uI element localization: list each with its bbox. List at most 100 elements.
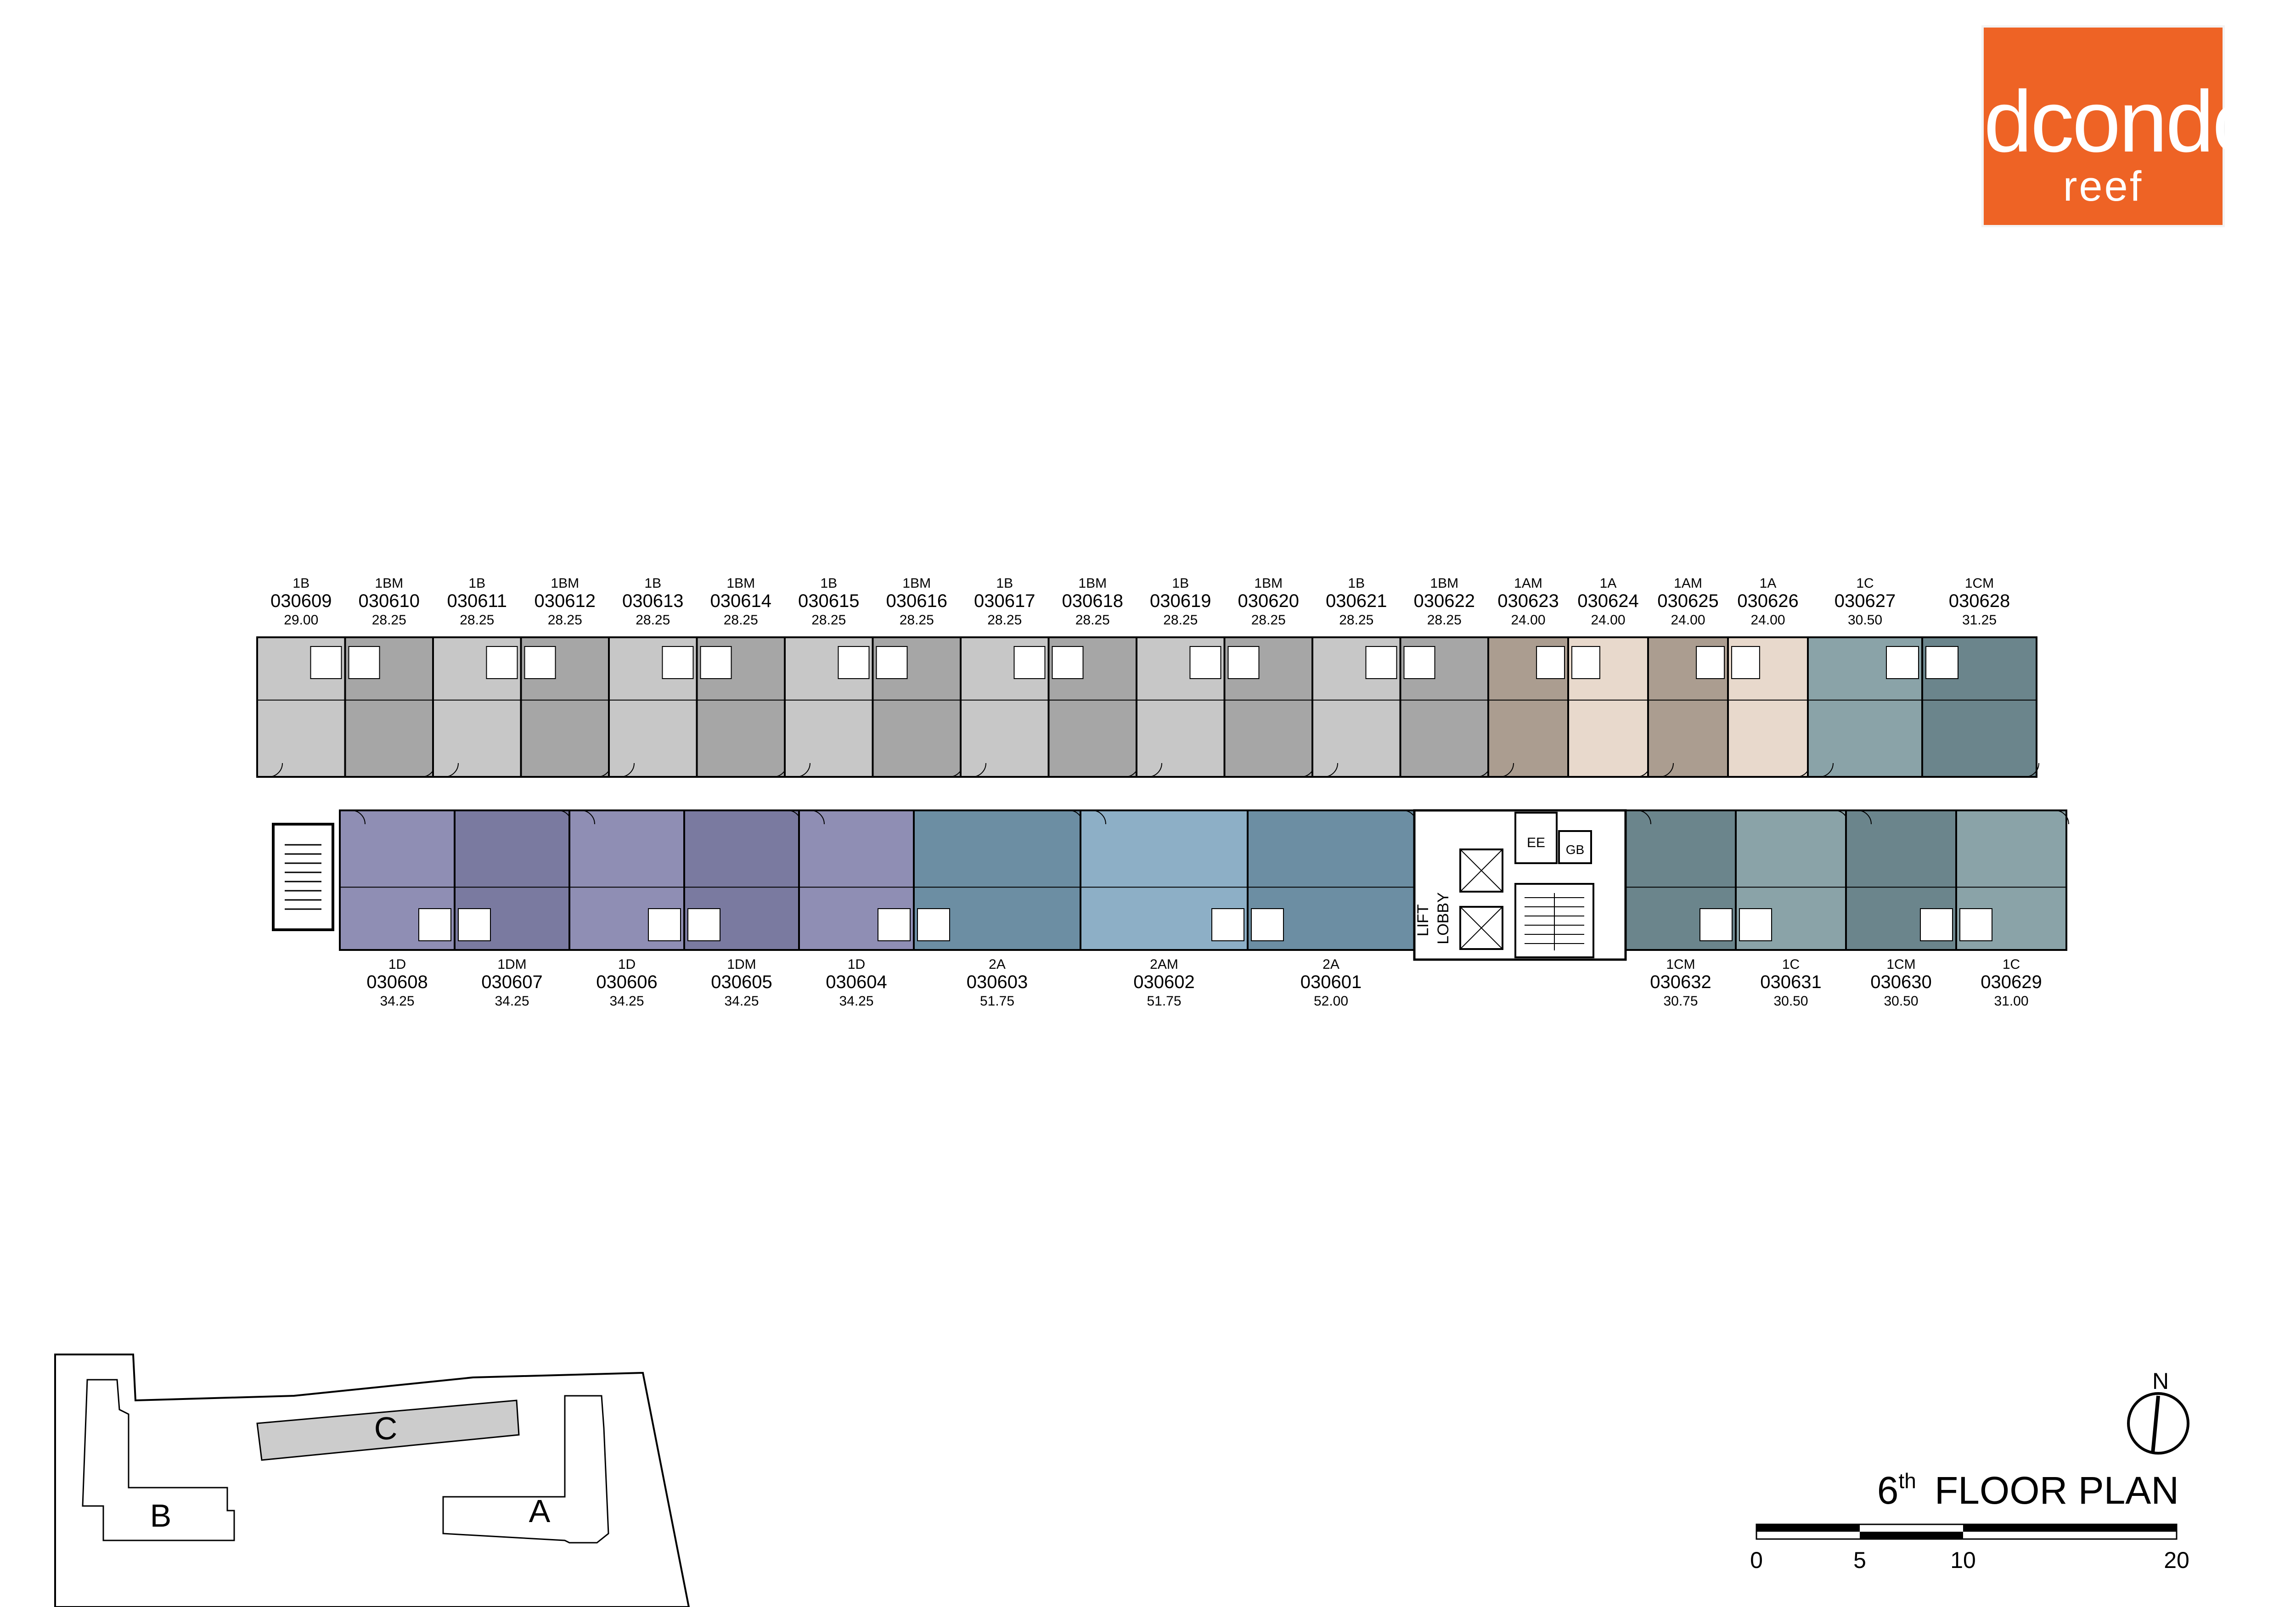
unit-area: 51.75 bbox=[1147, 994, 1181, 1009]
unit-030623 bbox=[1487, 636, 1569, 778]
unit-number: 030625 bbox=[1657, 591, 1718, 611]
bathroom bbox=[310, 646, 342, 679]
bathroom bbox=[1251, 908, 1284, 941]
unit-type: 1C bbox=[2003, 957, 2020, 972]
unit-area: 24.00 bbox=[1750, 612, 1785, 628]
unit-number: 030632 bbox=[1650, 972, 1711, 992]
bathroom bbox=[1227, 646, 1260, 679]
key-building-a bbox=[442, 1395, 609, 1544]
unit-type: 1BM bbox=[1078, 576, 1107, 591]
unit-type: 1AM bbox=[1674, 576, 1702, 591]
unit-030631 bbox=[1735, 809, 1849, 951]
bathroom bbox=[1920, 908, 1953, 941]
bathroom bbox=[418, 908, 451, 941]
bathroom bbox=[348, 646, 380, 679]
unit-030616 bbox=[872, 636, 963, 778]
unit-type: 1BM bbox=[1430, 576, 1458, 591]
bathroom bbox=[1886, 646, 1919, 679]
unit-type: 1A bbox=[1600, 576, 1617, 591]
unit-030618 bbox=[1047, 636, 1139, 778]
unit-030610 bbox=[344, 636, 436, 778]
unit-030605 bbox=[683, 809, 802, 951]
unit-number: 030612 bbox=[535, 591, 596, 611]
unit-area: 28.25 bbox=[460, 612, 494, 628]
door-swing bbox=[1637, 810, 1651, 825]
unit-area: 34.25 bbox=[724, 994, 759, 1009]
unit-030602 bbox=[1080, 809, 1249, 951]
bathroom bbox=[486, 646, 518, 679]
unit-area: 52.00 bbox=[1314, 994, 1348, 1009]
unit-area: 34.25 bbox=[380, 994, 414, 1009]
unit-030619 bbox=[1136, 636, 1226, 778]
unit-030628 bbox=[1921, 636, 2039, 778]
unit-030620 bbox=[1223, 636, 1315, 778]
door-swing bbox=[620, 763, 635, 777]
unit-type: 1B bbox=[644, 576, 661, 591]
unit-030603 bbox=[913, 809, 1083, 951]
unit-number: 030615 bbox=[798, 591, 859, 611]
unit-030604 bbox=[798, 809, 915, 951]
unit-area: 28.25 bbox=[1251, 612, 1286, 628]
bathroom bbox=[524, 646, 556, 679]
unit-area: 24.00 bbox=[1511, 612, 1545, 628]
scale-tick-5: 5 bbox=[1853, 1547, 1866, 1573]
unit-number: 030620 bbox=[1238, 591, 1299, 611]
unit-number: 030616 bbox=[886, 591, 947, 611]
door-swing bbox=[2025, 763, 2039, 777]
bathroom bbox=[1731, 646, 1760, 679]
unit-area: 34.25 bbox=[495, 994, 529, 1009]
unit-type: 1BM bbox=[551, 576, 579, 591]
unit-type: 1C bbox=[1782, 957, 1800, 972]
door-swing bbox=[1323, 763, 1338, 777]
south-units bbox=[339, 809, 2069, 951]
bathroom bbox=[876, 646, 908, 679]
brand-sub: reef bbox=[2063, 163, 2144, 210]
unit-number: 030622 bbox=[1414, 591, 1475, 611]
lift-lobby-label: LIFT LOBBY bbox=[1414, 892, 1452, 944]
scale-tick-20: 20 bbox=[2164, 1547, 2189, 1573]
unit-area: 28.25 bbox=[724, 612, 758, 628]
bathroom bbox=[1699, 908, 1733, 941]
unit-area: 31.00 bbox=[1994, 994, 2028, 1009]
unit-030601 bbox=[1247, 809, 1417, 951]
unit-area: 30.50 bbox=[1773, 994, 1808, 1009]
bathroom bbox=[1696, 646, 1725, 679]
bathroom bbox=[1189, 646, 1221, 679]
key-label-a: A bbox=[529, 1493, 551, 1529]
unit-type: 2AM bbox=[1150, 957, 1178, 972]
floor-suffix: th bbox=[1898, 1469, 1916, 1493]
floor-number: 6 bbox=[1877, 1469, 1899, 1512]
unit-number: 030602 bbox=[1133, 972, 1194, 992]
unit-type: 1BM bbox=[375, 576, 403, 591]
unit-area: 31.25 bbox=[1962, 612, 1997, 628]
unit-number: 030617 bbox=[974, 591, 1035, 611]
unit-area: 24.00 bbox=[1671, 612, 1705, 628]
unit-area: 30.75 bbox=[1663, 994, 1698, 1009]
service-core: EE GB LIFT LOBBY bbox=[1413, 809, 1627, 961]
scale-seg-2 bbox=[1860, 1532, 1963, 1539]
door-swing bbox=[1659, 763, 1674, 777]
unit-type: 1BM bbox=[726, 576, 755, 591]
brand-logo: dcondo reef bbox=[1984, 28, 2261, 225]
unit-030629 bbox=[1955, 809, 2069, 951]
unit-number: 030626 bbox=[1737, 591, 1798, 611]
unit-number: 030606 bbox=[596, 972, 657, 992]
door-swing bbox=[1148, 763, 1162, 777]
unit-type: 1D bbox=[848, 957, 865, 972]
compass-ring bbox=[2127, 1392, 2189, 1455]
unit-type: 1CM bbox=[1666, 957, 1695, 972]
bathroom bbox=[687, 908, 720, 941]
door-swing bbox=[972, 763, 986, 777]
unit-030611 bbox=[432, 636, 522, 778]
